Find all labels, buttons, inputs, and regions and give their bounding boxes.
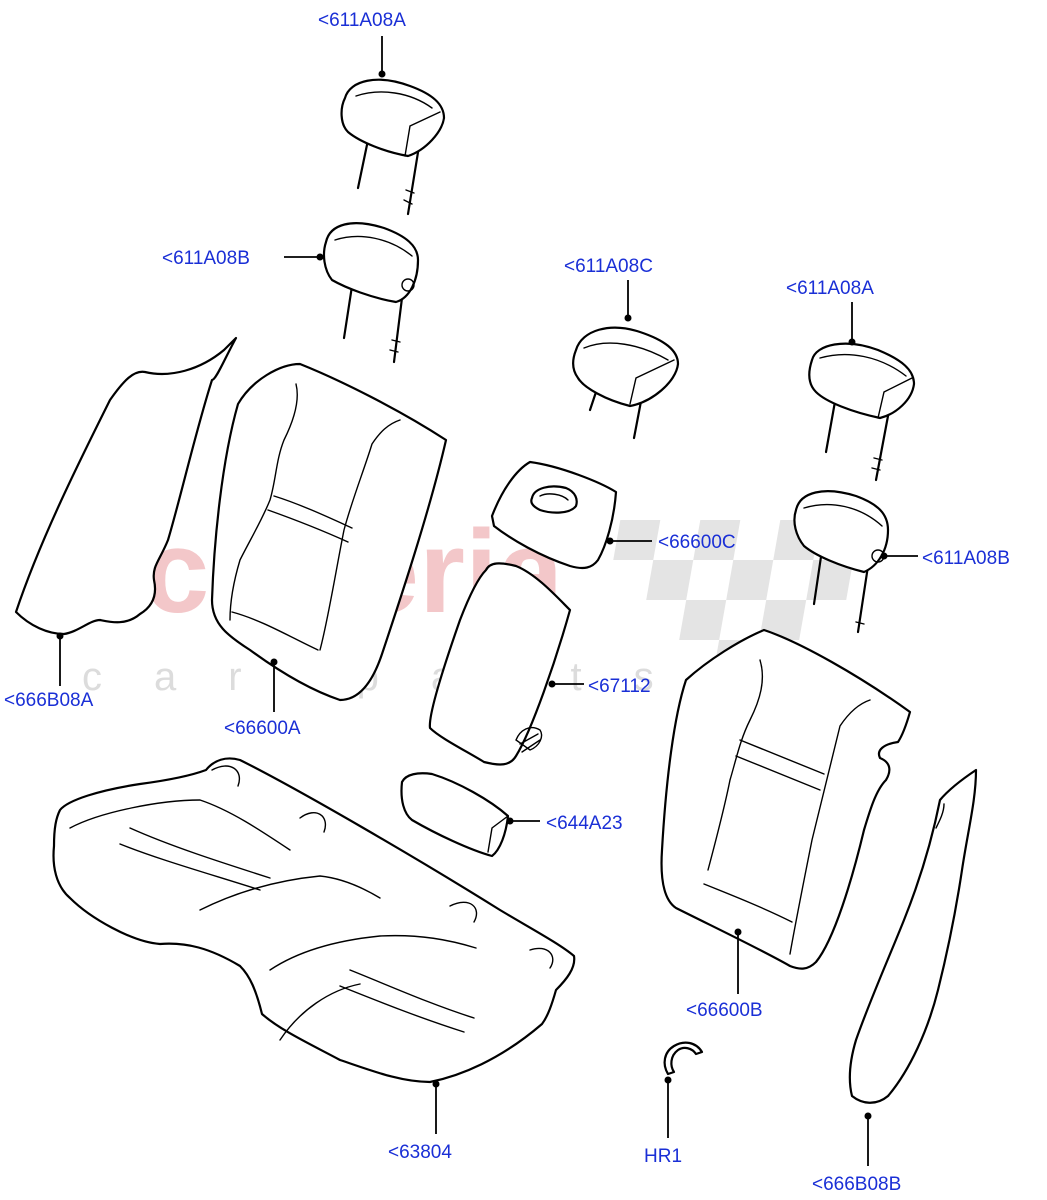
label-headrest-right-top[interactable]: <611A08A: [786, 278, 874, 299]
side-bolster-right: [848, 768, 978, 1104]
cupholder: [400, 772, 510, 858]
label-bolster-right[interactable]: <666B08B: [812, 1174, 901, 1195]
seat-back-left: [210, 362, 448, 702]
label-headrest-top[interactable]: <611A08A: [318, 10, 406, 31]
seat-cushion: [52, 757, 576, 1084]
headrest-left: [322, 222, 420, 364]
headrest-center: [572, 326, 680, 440]
label-hook[interactable]: HR1: [644, 1146, 682, 1167]
label-headrest-center[interactable]: <611A08C: [564, 256, 653, 277]
leader-lines: [56, 36, 918, 1166]
label-back-left[interactable]: <66600A: [224, 718, 301, 739]
armrest: [428, 562, 572, 766]
headrest-right-top: [808, 342, 916, 482]
side-bolster-left: [14, 336, 238, 636]
hook-hr1: [663, 1041, 704, 1076]
headrest-right: [793, 490, 890, 634]
label-armrest[interactable]: <67112: [588, 676, 651, 697]
armrest-cover: [490, 460, 618, 570]
seat-back-right: [660, 628, 912, 970]
label-cupholder[interactable]: <644A23: [546, 813, 623, 834]
label-armrest-cover[interactable]: <66600C: [658, 532, 736, 553]
headrest-top: [340, 78, 446, 216]
callout-labels: <611A08A <611A08B <611A08C <611A08A <611…: [4, 10, 1010, 1195]
label-back-right[interactable]: <66600B: [686, 1000, 763, 1021]
label-bolster-left[interactable]: <666B08A: [4, 690, 94, 711]
label-headrest-right[interactable]: <611A08B: [922, 548, 1010, 569]
label-headrest-left[interactable]: <611A08B: [162, 248, 250, 269]
label-cushion[interactable]: <63804: [388, 1142, 452, 1163]
